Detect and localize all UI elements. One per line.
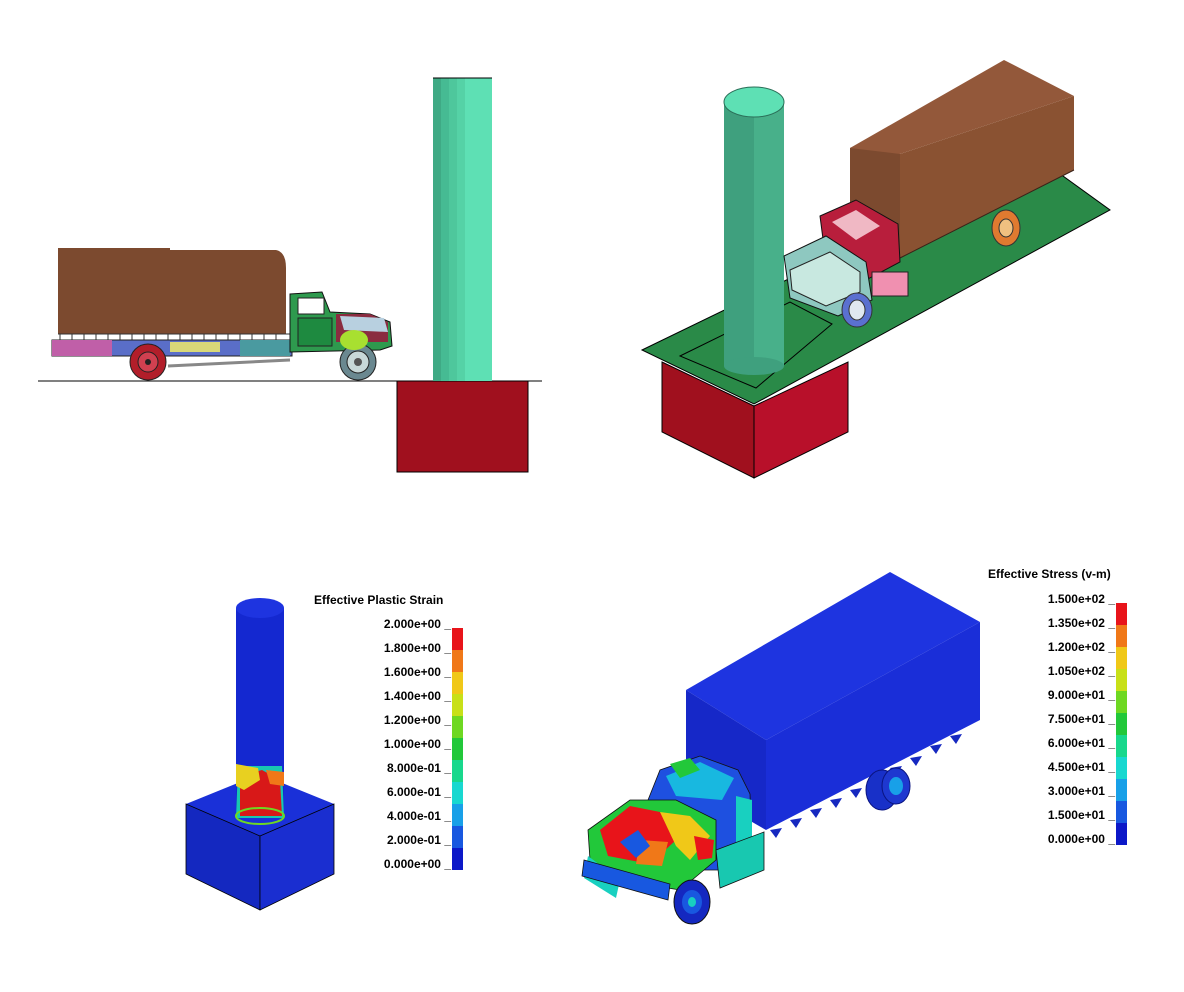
legend-color-swatch bbox=[452, 628, 463, 650]
legend-color-swatch bbox=[452, 694, 463, 716]
legend-color-swatch bbox=[1116, 779, 1127, 801]
legend-tick-label: 3.000e+01 _ bbox=[1047, 784, 1115, 798]
legend-color-swatch bbox=[452, 826, 463, 848]
legend-color-swatch bbox=[452, 782, 463, 804]
legend-color-bar bbox=[452, 628, 463, 870]
legend-tick-label: 4.000e-01 _ bbox=[386, 809, 451, 823]
side-front-wheel bbox=[339, 343, 377, 381]
stress-legend-title: Effective Stress (v-m) bbox=[988, 567, 1111, 581]
stress-cargo-top bbox=[686, 572, 980, 740]
legend-tick-label: 2.000e+00 _ bbox=[383, 617, 451, 631]
stress-front-wheel bbox=[673, 879, 711, 925]
side-cargo-box bbox=[58, 248, 286, 334]
legend-color-swatch bbox=[452, 848, 463, 870]
iso-rear-wheel bbox=[991, 209, 1021, 247]
legend-color-swatch bbox=[1116, 713, 1127, 735]
legend-tick-label: 1.600e+00 _ bbox=[383, 665, 451, 679]
legend-color-swatch bbox=[1116, 735, 1127, 757]
legend-color-swatch bbox=[1116, 603, 1127, 625]
legend-color-swatch bbox=[1116, 823, 1127, 845]
legend-tick-label: 1.800e+00 _ bbox=[383, 641, 451, 655]
legend-color-swatch bbox=[452, 650, 463, 672]
side-column bbox=[433, 77, 492, 381]
legend-color-swatch bbox=[1116, 801, 1127, 823]
legend-tick-label: 1.400e+00 _ bbox=[383, 689, 451, 703]
legend-color-swatch bbox=[1116, 757, 1127, 779]
stress-rear-wheel bbox=[865, 767, 911, 811]
iso-cargo-top bbox=[850, 60, 1074, 154]
iso-cargo-side bbox=[900, 96, 1074, 258]
side-cargo-slats bbox=[58, 333, 290, 341]
legend-tick-label: 0.000e+00 _ bbox=[1047, 832, 1115, 846]
iso-front-wheel bbox=[841, 292, 873, 328]
legend-color-swatch bbox=[452, 738, 463, 760]
stress-bumper bbox=[581, 859, 671, 901]
legend-tick-label: 7.500e+01 _ bbox=[1047, 712, 1115, 726]
strain-legend-title: Effective Plastic Strain bbox=[314, 593, 444, 607]
legend-color-bar bbox=[1116, 603, 1127, 845]
legend-color-swatch bbox=[452, 672, 463, 694]
legend-tick-label: 1.500e+01 _ bbox=[1047, 808, 1115, 822]
strain-base-right bbox=[259, 803, 335, 911]
legend-tick-label: 9.000e+01 _ bbox=[1047, 688, 1115, 702]
legend-tick-label: 2.000e-01 _ bbox=[386, 833, 451, 847]
iso-base-side-right bbox=[753, 361, 849, 479]
legend-color-swatch bbox=[1116, 647, 1127, 669]
side-rear-wheel bbox=[129, 343, 167, 381]
legend-color-swatch bbox=[452, 804, 463, 826]
legend-tick-label: 1.500e+02 _ bbox=[1047, 592, 1115, 606]
legend-tick-label: 1.200e+00 _ bbox=[383, 713, 451, 727]
legend-tick-label: 6.000e+01 _ bbox=[1047, 736, 1115, 750]
legend-tick-label: 6.000e-01 _ bbox=[386, 785, 451, 799]
legend-color-swatch bbox=[1116, 669, 1127, 691]
legend-tick-label: 4.500e+01 _ bbox=[1047, 760, 1115, 774]
stress-cargo-side bbox=[766, 622, 980, 830]
legend-tick-label: 1.350e+02 _ bbox=[1047, 616, 1115, 630]
legend-color-swatch bbox=[1116, 625, 1127, 647]
legend-tick-label: 0.000e+00 _ bbox=[383, 857, 451, 871]
legend-color-swatch bbox=[452, 760, 463, 782]
legend-color-swatch bbox=[452, 716, 463, 738]
legend-tick-label: 8.000e-01 _ bbox=[386, 761, 451, 775]
legend-tick-label: 1.050e+02 _ bbox=[1047, 664, 1115, 678]
legend-tick-label: 1.200e+02 _ bbox=[1047, 640, 1115, 654]
side-base-block bbox=[396, 380, 529, 473]
legend-color-swatch bbox=[1116, 691, 1127, 713]
strain-column bbox=[235, 598, 285, 825]
iso-column bbox=[723, 86, 785, 375]
legend-tick-label: 1.000e+00 _ bbox=[383, 737, 451, 751]
